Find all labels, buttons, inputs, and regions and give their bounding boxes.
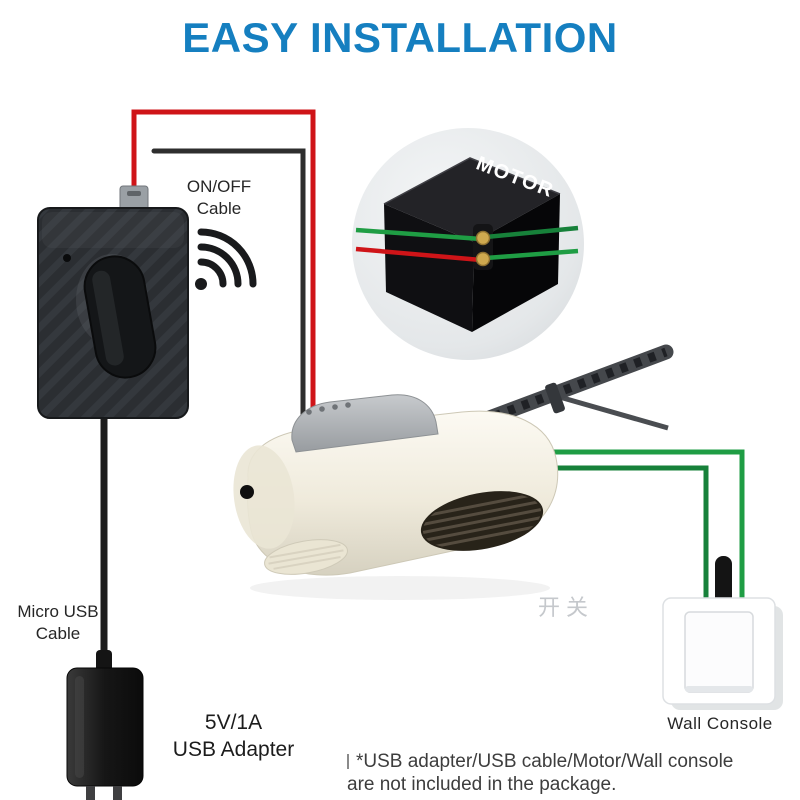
footnote-divider	[347, 754, 349, 769]
usb-adapter	[66, 650, 144, 800]
inset-wire-green-right-upper	[485, 225, 579, 240]
terminal-lower	[475, 251, 491, 267]
usb-plug	[119, 185, 149, 211]
light-cover	[264, 539, 348, 575]
inset-wire-green-right-lower	[485, 248, 579, 261]
wall-console	[662, 556, 783, 710]
footnote-line1: *USB adapter/USB cable/Motor/Wall consol…	[356, 751, 734, 772]
smart-garage-controller	[37, 185, 189, 419]
wifi-icon	[195, 228, 257, 290]
console-wire-lower	[546, 465, 709, 600]
terminal-upper	[475, 230, 491, 246]
status-led	[63, 254, 71, 262]
adapter-body	[66, 667, 144, 787]
motor-wiring-inset: MOTOR	[352, 128, 584, 360]
console-button	[684, 611, 754, 693]
on-off-red-wire	[131, 109, 316, 436]
watermark-text: 开关	[538, 595, 595, 620]
on-off-black-wire	[151, 148, 306, 445]
garage-door-opener	[233, 394, 559, 600]
console-wire-upper	[546, 449, 745, 600]
motor-box-side	[472, 194, 560, 332]
plug-prong-left	[86, 786, 95, 800]
inset-wire-red-left	[355, 246, 482, 263]
inset-wire-green-left	[355, 227, 482, 242]
plug-prong-right	[113, 786, 122, 800]
sensor-lens	[240, 485, 254, 499]
opener-top-housing	[291, 394, 439, 453]
label-wall-console: Wall Console	[667, 714, 773, 733]
footnote: *USB adapter/USB cable/Motor/Wall consol…	[347, 751, 797, 797]
console-pigtail	[715, 556, 732, 606]
footnote-line2: are not included in the package.	[347, 773, 617, 795]
label-micro-usb-cable: Micro USB Cable	[17, 602, 99, 644]
label-on-off-cable: ON/OFF Cable	[186, 177, 252, 219]
vent-grille	[418, 491, 546, 551]
page-title: EASY INSTALLATION	[182, 14, 618, 61]
label-usb-adapter: 5V/1A USB Adapter	[172, 711, 295, 762]
motor-box-top	[384, 158, 560, 242]
